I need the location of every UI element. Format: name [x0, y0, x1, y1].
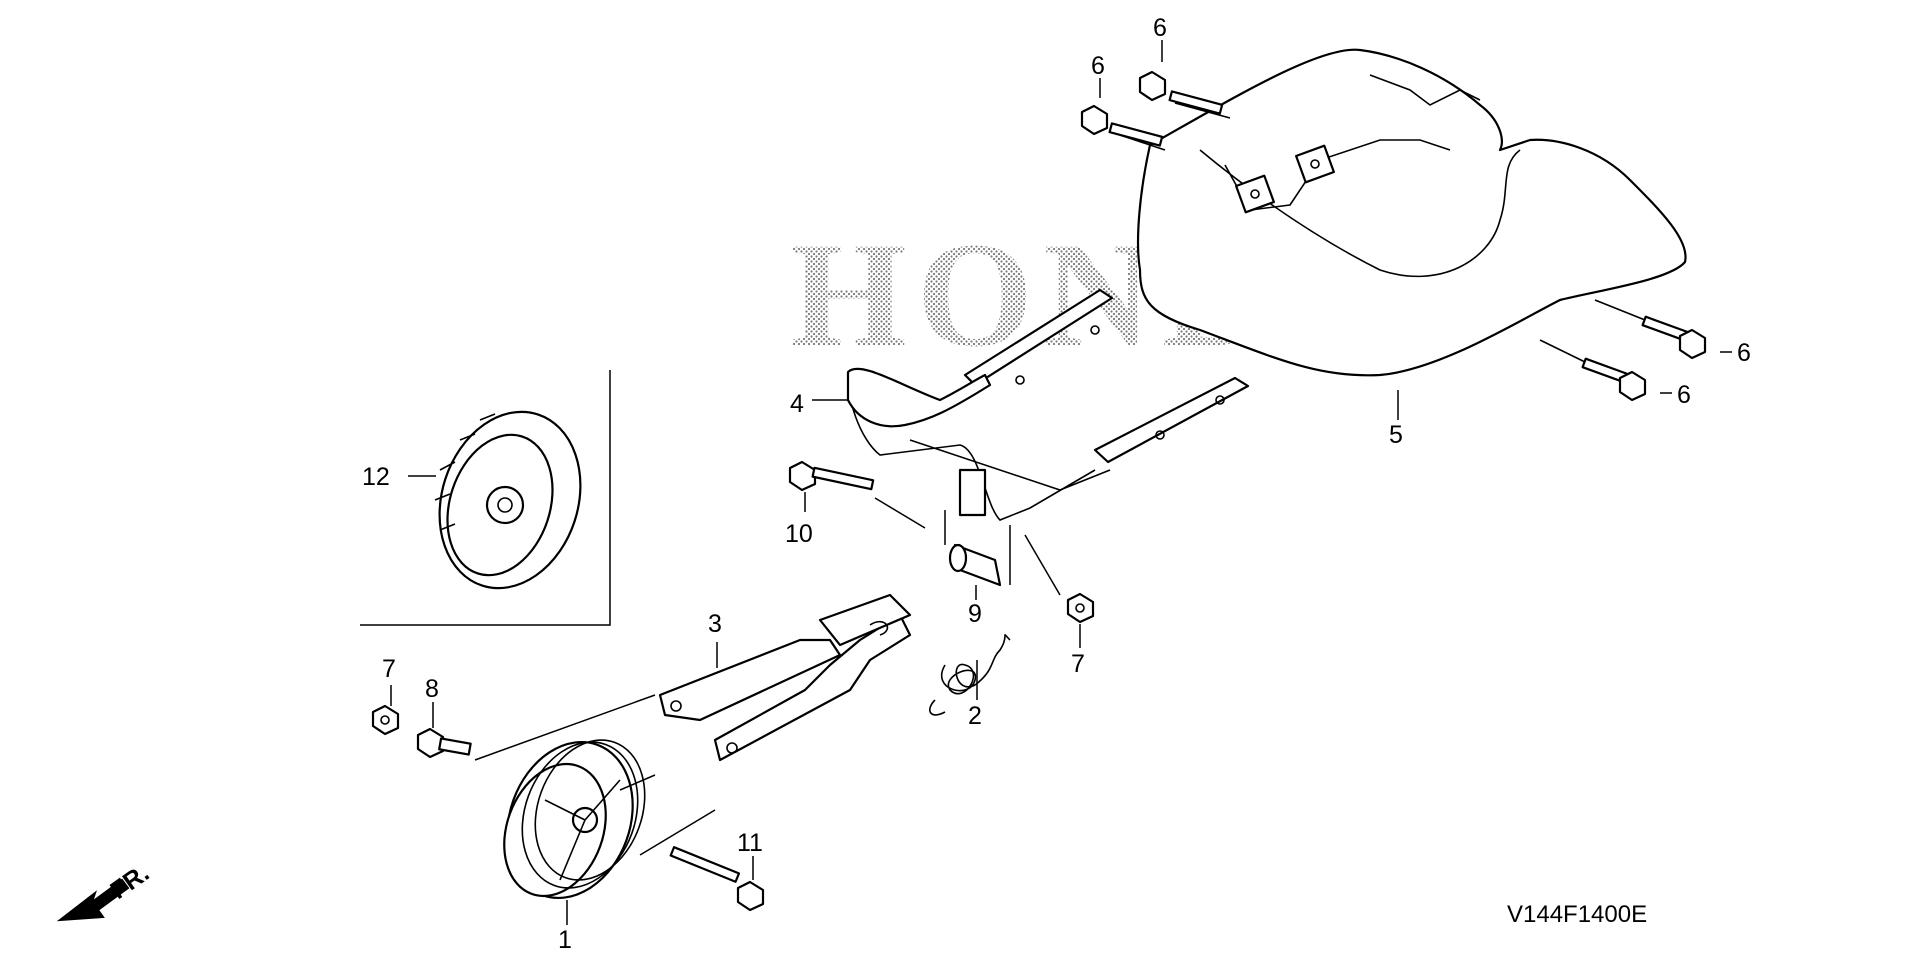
- callout-8: 8: [425, 675, 439, 703]
- callout-2: 2: [968, 702, 982, 730]
- callout-5: 5: [1389, 421, 1403, 449]
- callouts: 6 6 6 6 5 4 10 9 7 3 2 7 8 11 1 12: [362, 14, 1751, 954]
- callout-9: 9: [968, 600, 982, 628]
- spring-2[interactable]: [929, 634, 1011, 716]
- arrow-icon: [56, 878, 130, 922]
- bolt-11[interactable]: [669, 846, 765, 912]
- bolt-6-right-upper[interactable]: [1594, 299, 1707, 360]
- inset-box: [360, 370, 611, 626]
- front-direction-arrow: FR.: [56, 859, 154, 922]
- wheel-12[interactable]: [418, 393, 603, 606]
- bolt-6-top-left[interactable]: [1080, 104, 1166, 151]
- callout-leaders: [390, 40, 1732, 925]
- callout-3: 3: [708, 610, 722, 638]
- callout-6: 6: [1677, 381, 1691, 409]
- callout-7: 7: [1071, 650, 1085, 678]
- drawing-code: V144F1400E: [1507, 901, 1647, 928]
- bolt-6-right-lower[interactable]: [1539, 339, 1647, 402]
- bolt-10[interactable]: [788, 460, 926, 529]
- callout-11: 11: [737, 829, 763, 857]
- callout-7: 7: [382, 655, 396, 683]
- nut-7-right[interactable]: [1024, 534, 1095, 624]
- callout-6: 6: [1737, 339, 1751, 367]
- callout-6: 6: [1153, 14, 1167, 42]
- bolt-6-top-right[interactable]: [1138, 70, 1231, 119]
- arm-3[interactable]: [658, 593, 912, 762]
- wheel-1[interactable]: [486, 724, 716, 915]
- collar-9[interactable]: [944, 510, 1011, 587]
- callout-4: 4: [790, 390, 804, 418]
- bolt-8[interactable]: [416, 694, 656, 761]
- callout-6: 6: [1091, 52, 1105, 80]
- part-frame[interactable]: [846, 288, 1250, 521]
- part-cover[interactable]: [1136, 48, 1687, 377]
- callout-10: 10: [785, 520, 813, 548]
- nut-7-left[interactable]: [371, 704, 400, 736]
- callout-1: 1: [558, 926, 572, 954]
- callout-12: 12: [362, 463, 390, 491]
